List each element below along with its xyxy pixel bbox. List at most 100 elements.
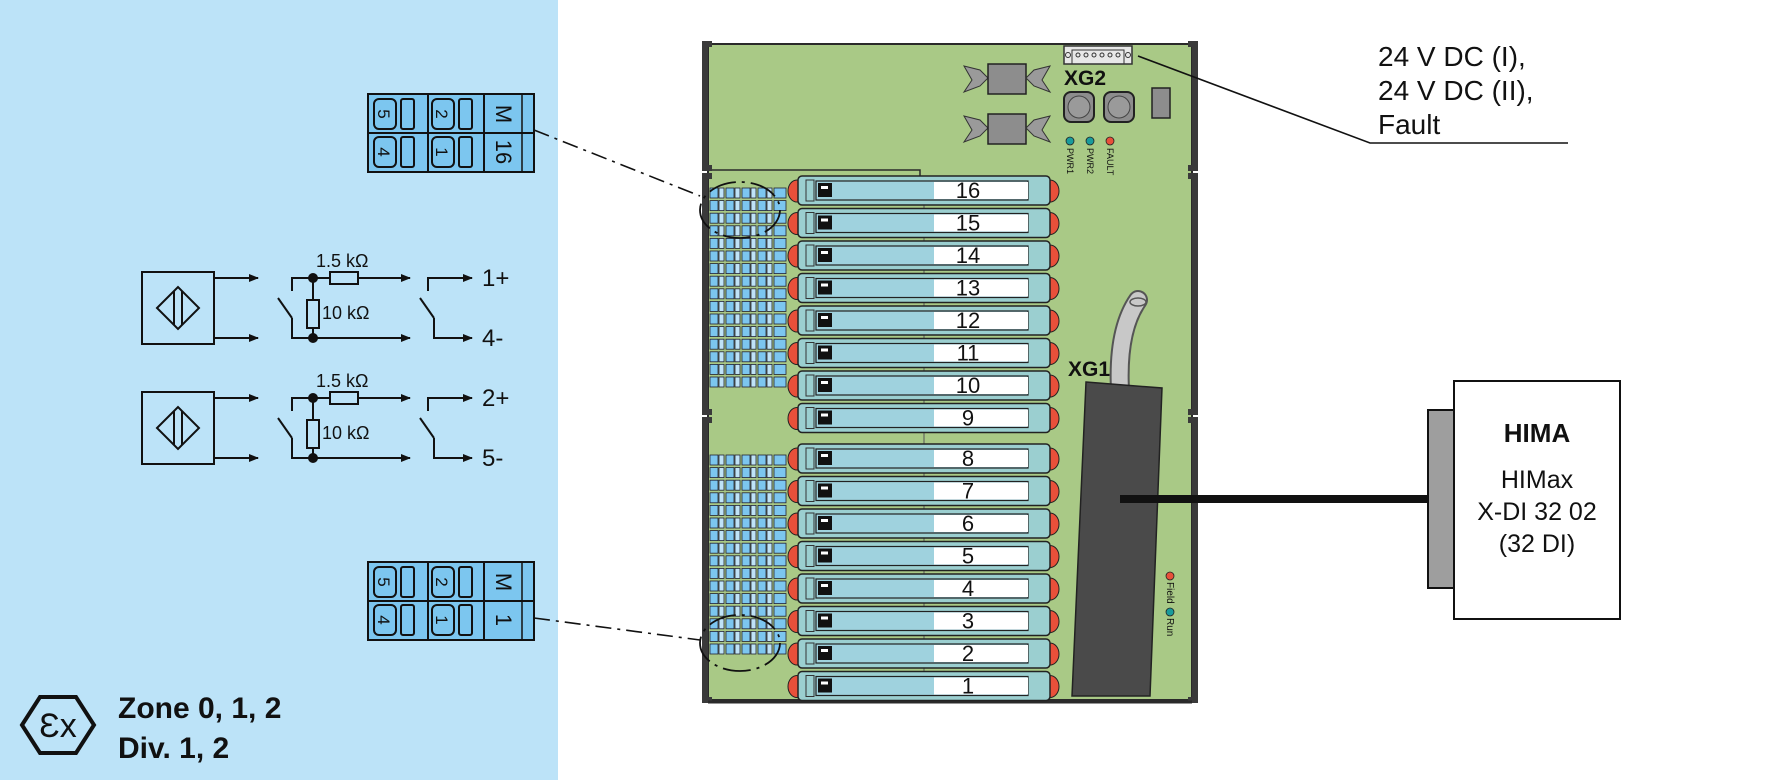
isolator-module[interactable]: 4 (787, 573, 1060, 604)
field-terminal (757, 187, 767, 199)
isolator-module[interactable]: 13 (787, 272, 1060, 304)
module-label-area (934, 580, 1028, 597)
isolator-module[interactable]: 6 (787, 508, 1060, 539)
isolator-module[interactable]: 2 (787, 638, 1060, 669)
field-terminal (741, 288, 751, 300)
isolator-module[interactable]: 10 (787, 370, 1060, 401)
field-terminal (741, 313, 751, 325)
field-terminal (741, 530, 751, 541)
terminal-pin-5: 5 (374, 577, 393, 586)
isolator-module[interactable]: 14 (787, 240, 1060, 271)
isolator-module[interactable]: 1 (787, 670, 1060, 702)
terminal-pin-5: 5 (374, 109, 393, 118)
field-terminal (709, 200, 719, 212)
field-terminal (725, 530, 735, 541)
isolator-module[interactable]: 15 (787, 207, 1060, 239)
module-channel-number: 8 (962, 446, 974, 471)
field-terminal (709, 492, 719, 504)
field-terminal (709, 643, 719, 655)
field-terminal (725, 351, 735, 363)
field-terminal (757, 313, 767, 325)
field-terminal (741, 593, 751, 604)
field-terminal (741, 275, 751, 287)
module-label-area (934, 450, 1028, 467)
status-led-label: PWR1 (1065, 148, 1075, 174)
field-terminal (709, 467, 719, 479)
field-terminal (725, 580, 735, 592)
xg2-connector[interactable] (1063, 45, 1133, 65)
field-terminal (757, 288, 767, 300)
field-terminal (757, 479, 767, 491)
field-terminal (725, 187, 735, 199)
terminal-block-top: 5 2 M 4 1 16 (367, 93, 535, 173)
field-terminal (725, 212, 735, 224)
field-terminal (741, 643, 751, 655)
module-channel-number: 7 (962, 479, 974, 504)
field-terminal (709, 250, 719, 262)
zone-label: Zone 0, 1, 2 (118, 692, 281, 725)
field-terminal (725, 479, 735, 491)
module-channel-number: 13 (956, 276, 980, 301)
field-terminal (709, 338, 719, 350)
highlight-ellipse-top (699, 181, 781, 239)
field-terminal (741, 605, 751, 617)
field-terminal (757, 351, 767, 363)
terminal-pin-2: 2 (432, 577, 451, 586)
field-terminal (757, 467, 767, 479)
module-label-area (934, 312, 1028, 329)
field-terminal (757, 237, 767, 249)
resistor-parallel-label: 10 kΩ (322, 303, 369, 323)
field-terminal (709, 275, 719, 287)
field-terminal (725, 225, 735, 237)
resistor-parallel (306, 299, 320, 329)
isolator-module[interactable]: 12 (787, 305, 1060, 336)
backplane-right-rail (1188, 41, 1198, 703)
field-terminal (725, 200, 735, 212)
field-terminal (741, 250, 751, 262)
field-terminal (709, 376, 719, 388)
terminal-label-channel: 1 (491, 614, 516, 626)
module-label-area (934, 482, 1028, 500)
xg1-system-connector[interactable] (1071, 381, 1163, 697)
field-terminal (725, 363, 735, 375)
field-terminal (741, 479, 751, 491)
field-terminal (725, 263, 735, 275)
isolator-module[interactable]: 7 (787, 475, 1060, 507)
module-channel-number: 6 (962, 511, 974, 536)
field-terminal (757, 517, 767, 529)
pf-logo-icon (818, 581, 832, 595)
resistor-parallel (306, 419, 320, 449)
isolator-module[interactable]: 8 (787, 443, 1060, 474)
pf-logo-icon (818, 613, 832, 628)
isolator-module[interactable]: 9 (787, 402, 1060, 434)
field-terminal (725, 593, 735, 604)
pf-logo-icon (818, 215, 832, 230)
xg1-label: XG1 (1068, 358, 1110, 381)
field-terminal (725, 517, 735, 529)
module-channel-number: 15 (956, 211, 980, 236)
terminal-pin-4: 4 (374, 615, 393, 624)
isolator-module[interactable]: 3 (787, 605, 1060, 637)
field-terminal (741, 580, 751, 592)
field-terminal (725, 300, 735, 312)
field-terminal (709, 605, 719, 617)
field-terminal (757, 555, 767, 567)
field-terminal (757, 200, 767, 212)
pf-logo-icon (818, 483, 832, 498)
isolator-module[interactable]: 16 (787, 175, 1060, 206)
isolator-module[interactable]: 11 (787, 337, 1060, 369)
pf-logo-icon (818, 183, 832, 197)
field-terminal (757, 542, 767, 554)
field-terminal (709, 542, 719, 554)
field-terminal (741, 200, 751, 212)
pf-logo-icon (818, 646, 832, 660)
fuse-2 (1103, 91, 1135, 123)
module-channel-number: 2 (962, 641, 974, 666)
module-channel-number: 4 (962, 576, 974, 601)
field-terminal (741, 263, 751, 275)
field-terminal (725, 568, 735, 579)
terminal-pin-2: 2 (432, 109, 451, 118)
isolator-module[interactable]: 5 (787, 540, 1060, 572)
module-label-area (934, 547, 1028, 565)
proximity-sensor-icon (141, 391, 215, 465)
